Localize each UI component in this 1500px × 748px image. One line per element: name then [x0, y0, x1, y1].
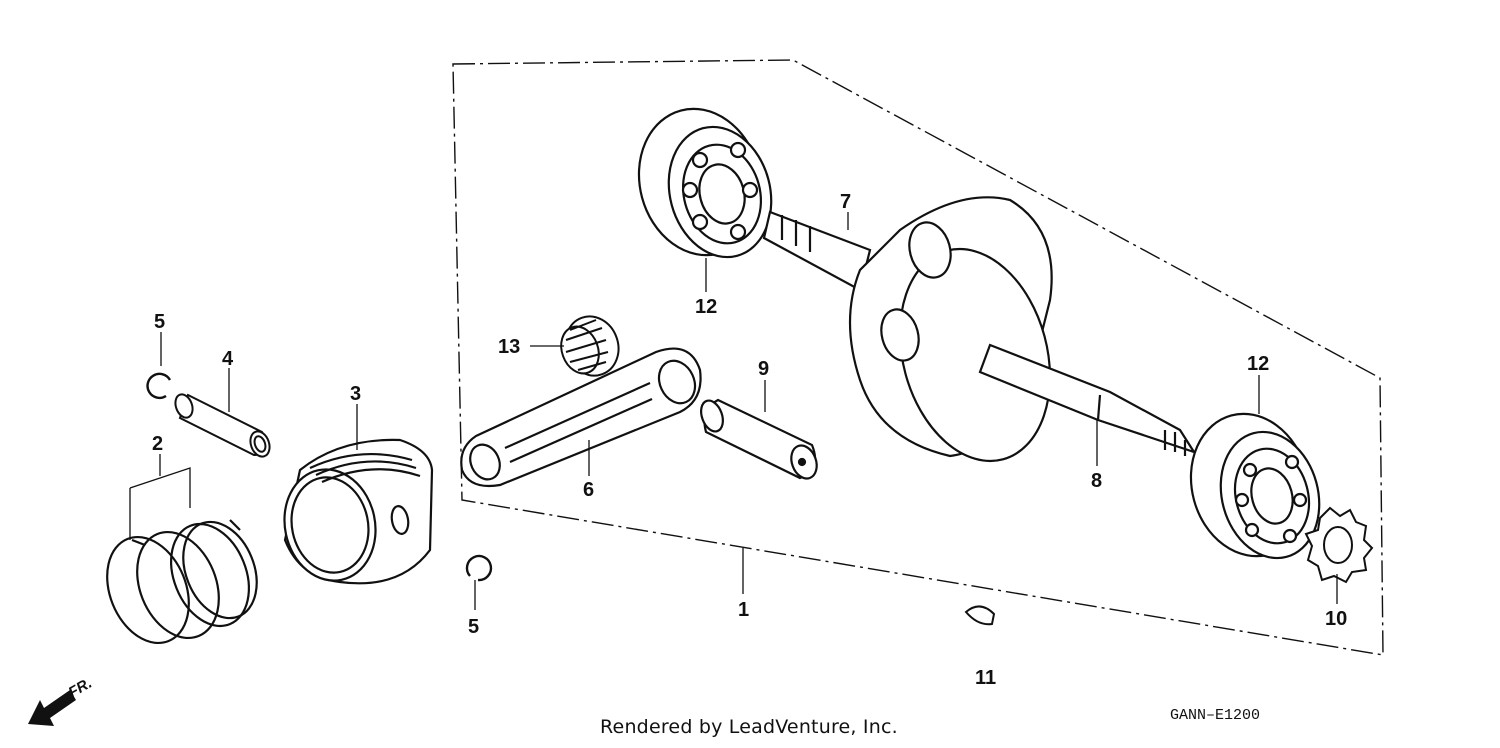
callout-12-upper: 12: [695, 296, 717, 318]
callout-3: 3: [350, 383, 361, 405]
timing-sprocket: [1304, 506, 1374, 584]
piston-pin-clip-left: [146, 372, 172, 400]
callout-5-left: 5: [154, 311, 165, 333]
callout-10: 10: [1325, 608, 1347, 630]
connecting-rod: [460, 347, 702, 488]
callout-12-lower: 12: [1247, 353, 1269, 375]
piston-rings: [106, 519, 258, 645]
callout-8: 8: [1091, 470, 1102, 492]
render-credit: Rendered by LeadVenture, Inc.: [600, 716, 898, 738]
crankshaft-assembly-boundary: [452, 59, 1384, 656]
callout-1: 1: [738, 599, 749, 621]
callout-2: 2: [152, 433, 163, 455]
piston-pin: [174, 393, 271, 458]
needle-bearing: [560, 315, 620, 377]
piston: [283, 438, 434, 585]
crankshaft: [762, 196, 1197, 463]
callout-11: 11: [975, 667, 996, 689]
callout-7: 7: [840, 191, 851, 213]
crank-pin: [700, 398, 818, 480]
callout-9: 9: [758, 358, 769, 380]
piston-pin-clip-right: [465, 554, 493, 582]
front-direction-arrow-icon: FR.: [28, 675, 95, 726]
radial-ball-bearing-upper: [637, 107, 773, 259]
woodruff-key: [964, 605, 996, 626]
diagram-code: GANN–E1200: [1170, 707, 1261, 724]
callout-4: 4: [222, 348, 234, 370]
radial-ball-bearing-lower: [1189, 412, 1321, 560]
leader-2: [129, 467, 191, 508]
callout-13: 13: [498, 336, 520, 358]
callout-5-right: 5: [468, 616, 479, 638]
callout-6: 6: [583, 479, 594, 501]
